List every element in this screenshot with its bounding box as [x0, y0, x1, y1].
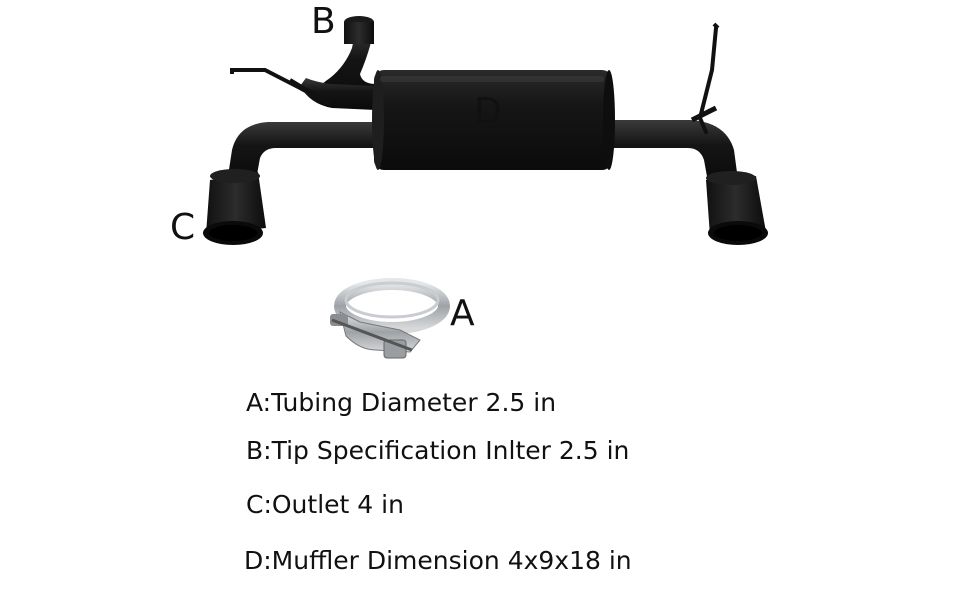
- callout-d: D: [474, 91, 502, 132]
- spec-outlet: C:Outlet 4 in: [246, 490, 404, 519]
- band-clamp: [330, 278, 450, 359]
- left-exhaust-tip: [203, 169, 266, 245]
- left-tailpipe: [228, 122, 380, 180]
- callout-a: A: [450, 293, 475, 334]
- spec-muffler-dimension: D:Muffler Dimension 4x9x18 in: [244, 546, 632, 575]
- inlet-pipe: [288, 16, 376, 110]
- right-hanger-rod: [690, 22, 720, 134]
- callout-c: C: [170, 207, 196, 248]
- spec-tubing-diameter: A:Tubing Diameter 2.5 in: [246, 388, 557, 417]
- right-tailpipe: [610, 120, 738, 182]
- right-exhaust-tip: [706, 171, 768, 245]
- callout-b: B: [311, 1, 336, 42]
- muffler-body: [372, 70, 615, 170]
- spec-tip-inlet: B:Tip Specification Inlter 2.5 in: [246, 436, 630, 465]
